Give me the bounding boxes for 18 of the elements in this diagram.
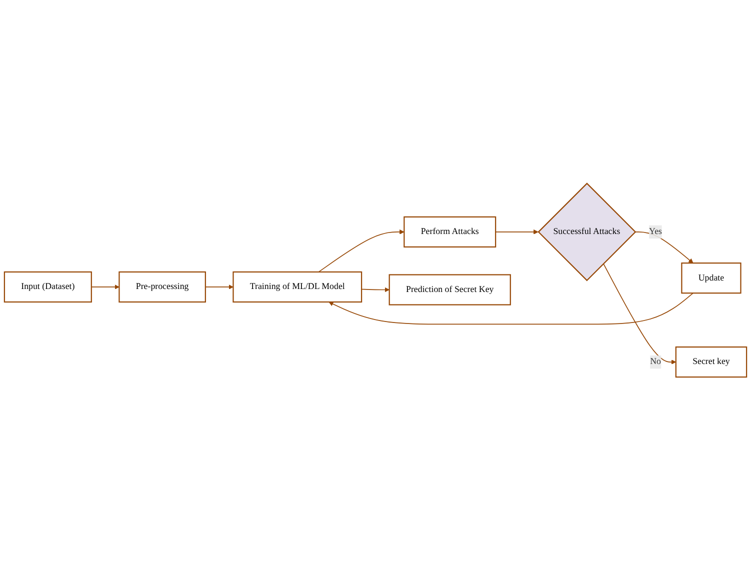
edge-label: No	[650, 357, 661, 367]
node-box: Input (Dataset)	[4, 272, 92, 303]
node-box: Perform Attacks	[404, 216, 496, 248]
edge-label: Yes	[649, 227, 662, 237]
arrow	[205, 284, 234, 290]
arrow	[90, 284, 120, 290]
node-box: Prediction of Secret Key	[388, 274, 511, 306]
arrow	[603, 263, 676, 365]
arrow	[495, 230, 538, 235]
node-box: Training of ML/DL Model	[232, 272, 362, 303]
node-box: Secret key	[675, 346, 748, 378]
arrow	[361, 288, 390, 292]
arrow	[318, 230, 404, 273]
node-box: Pre-processing	[118, 272, 206, 303]
node-diamond: Successful Attacks	[538, 182, 636, 282]
arrow	[634, 232, 694, 264]
node-box: Update	[681, 262, 742, 294]
arrow	[328, 292, 694, 325]
